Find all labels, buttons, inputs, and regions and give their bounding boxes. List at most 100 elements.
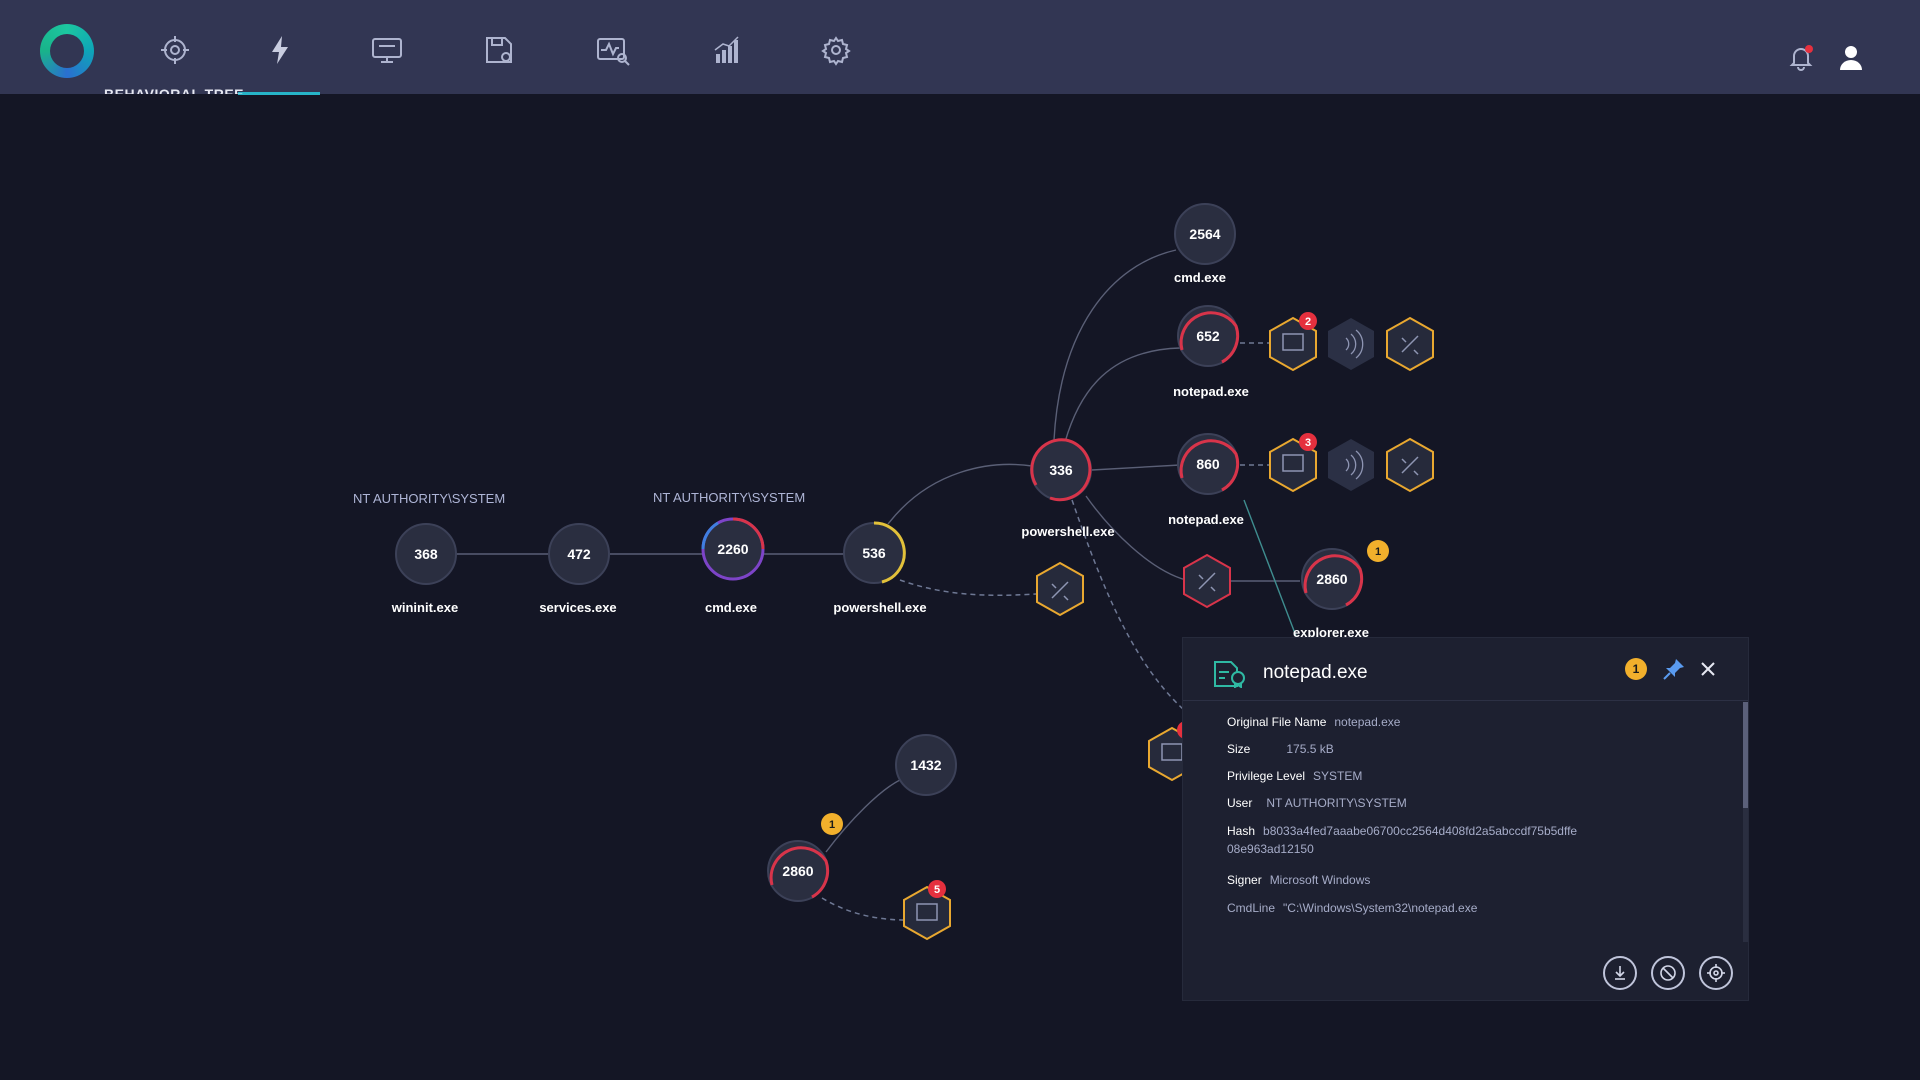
panel-scroll-thumb[interactable] — [1743, 702, 1748, 808]
top-navigation-bar — [0, 0, 1920, 94]
edge — [825, 779, 901, 853]
field-value: SYSTEM — [1313, 769, 1363, 783]
field-key: Privilege Level — [1227, 769, 1306, 783]
process-node-2564[interactable]: 2564 cmd.exe — [1174, 203, 1236, 285]
node-name: powershell.exe — [1021, 524, 1114, 539]
field-key: Size — [1227, 742, 1251, 756]
node-name: powershell.exe — [833, 600, 926, 615]
edge — [1053, 249, 1177, 441]
process-node-536[interactable]: 536 powershell.exe — [833, 521, 927, 615]
user-label: NT AUTHORITY\SYSTEM — [653, 490, 805, 505]
node-pid: 652 — [1196, 328, 1220, 344]
alert-count-badge: 2 — [1305, 316, 1311, 328]
screenshot-event-hexagon[interactable]: 5 — [903, 880, 951, 941]
node-pid: 2564 — [1189, 226, 1220, 242]
process-node-2260[interactable]: 2260 cmd.exe — [701, 517, 765, 615]
node-pid: 336 — [1049, 462, 1073, 478]
warning-count-badge: 1 — [1625, 658, 1647, 680]
field-size: Size 175.5 kB — [1227, 742, 1334, 756]
process-node-336[interactable]: 336 powershell.exe — [1021, 438, 1115, 539]
warning-count-badge: 1 — [821, 813, 843, 835]
edge — [1085, 495, 1187, 581]
screenshot-event-hexagon[interactable]: 3 — [1269, 433, 1317, 493]
field-value: 175.5 kB — [1286, 742, 1334, 756]
warning-count-badge: 1 — [1375, 546, 1381, 558]
field-value: Microsoft Windows — [1269, 873, 1371, 887]
node-name: cmd.exe — [1174, 270, 1226, 285]
node-name: notepad.exe — [1173, 384, 1249, 399]
monitor-icon[interactable] — [369, 32, 405, 68]
activity-search-icon[interactable] — [595, 32, 631, 68]
block-button[interactable] — [1651, 956, 1685, 990]
panel-header: notepad.exe 1 — [1183, 638, 1748, 701]
field-key: User — [1227, 796, 1253, 810]
floppy-pin-icon[interactable] — [481, 32, 517, 68]
process-detail-panel: notepad.exe 1 Original File Name notepad.… — [1182, 637, 1749, 1001]
node-pid: 2860 — [1316, 571, 1347, 587]
panel-title: notepad.exe — [1263, 662, 1368, 683]
notification-bell-icon[interactable] — [1786, 42, 1816, 72]
process-node-860[interactable]: 860 notepad.exe — [1168, 433, 1244, 527]
node-pid: 860 — [1196, 456, 1220, 472]
user-avatar-icon[interactable] — [1836, 42, 1866, 72]
gear-icon[interactable] — [818, 32, 854, 68]
active-nav-indicator — [238, 92, 320, 95]
event-hexagon[interactable] — [1386, 437, 1434, 493]
node-pid: 472 — [567, 546, 591, 562]
screenshot-event-hexagon[interactable]: 2 — [1269, 312, 1317, 372]
field-signer: Signer Microsoft Windows — [1227, 873, 1370, 887]
alert-count-badge: 5 — [934, 884, 940, 896]
field-key: Signer — [1227, 873, 1262, 887]
network-event-hexagon[interactable] — [1328, 439, 1374, 491]
dashed-edge — [821, 897, 907, 921]
event-hexagon[interactable] — [1036, 561, 1084, 617]
close-icon[interactable] — [1695, 656, 1721, 682]
node-pid: 536 — [862, 545, 886, 561]
lightning-icon[interactable] — [262, 32, 298, 68]
node-name: notepad.exe — [1168, 512, 1244, 527]
pin-icon[interactable] — [1661, 656, 1687, 682]
process-node-472[interactable]: 472 services.exe — [539, 523, 617, 615]
target-button[interactable] — [1699, 956, 1733, 990]
file-signature-icon — [1213, 660, 1247, 689]
alert-event-hexagon[interactable] — [1183, 553, 1231, 609]
field-value: "C:\Windows\System32\notepad.exe — [1283, 901, 1478, 915]
page-title: BEHAVIORAL TREE — [104, 86, 244, 94]
node-pid: 2860 — [782, 863, 813, 879]
download-button[interactable] — [1603, 956, 1637, 990]
app-logo[interactable] — [40, 24, 94, 78]
node-pid: 368 — [414, 546, 438, 562]
dashed-edge — [1071, 499, 1185, 711]
edge — [1243, 499, 1297, 637]
field-key: Hash — [1227, 824, 1256, 838]
field-value: NT AUTHORITY\SYSTEM — [1266, 796, 1407, 810]
panel-scrollbar[interactable] — [1743, 702, 1748, 942]
node-pid: 2260 — [717, 541, 748, 557]
node-name: cmd.exe — [705, 600, 757, 615]
field-key: Original File Name — [1227, 715, 1327, 729]
crosshair-icon[interactable] — [157, 32, 193, 68]
field-hash-continued: 08e963ad12150 — [1227, 842, 1314, 856]
dashed-edge — [899, 579, 1037, 597]
process-node-1432[interactable]: 1432 — [895, 734, 957, 796]
process-node-2860[interactable]: 2860 — [767, 840, 830, 902]
process-node-652[interactable]: 652 notepad.exe — [1173, 305, 1249, 399]
node-name: wininit.exe — [391, 600, 458, 615]
edge — [1064, 347, 1181, 443]
field-original-file-name: Original File Name notepad.exe — [1227, 715, 1400, 729]
field-value: notepad.exe — [1334, 715, 1401, 729]
node-name: explorer.exe — [1293, 625, 1369, 640]
edge — [1091, 464, 1181, 471]
network-event-hexagon[interactable] — [1328, 318, 1374, 370]
process-node-368[interactable]: 368 wininit.exe — [391, 523, 458, 615]
field-user: User NT AUTHORITY\SYSTEM — [1227, 796, 1407, 810]
bar-chart-icon[interactable] — [709, 32, 745, 68]
svg-text:1: 1 — [829, 819, 835, 831]
process-node-2860-explorer[interactable]: 2860 explorer.exe 1 — [1293, 540, 1389, 640]
alert-count-badge: 3 — [1305, 437, 1311, 449]
field-key: CmdLine — [1227, 901, 1276, 915]
event-hexagon[interactable] — [1386, 316, 1434, 372]
field-privilege-level: Privilege Level SYSTEM — [1227, 769, 1362, 783]
field-cmdline: CmdLine "C:\Windows\System32\notepad.exe — [1227, 901, 1477, 915]
